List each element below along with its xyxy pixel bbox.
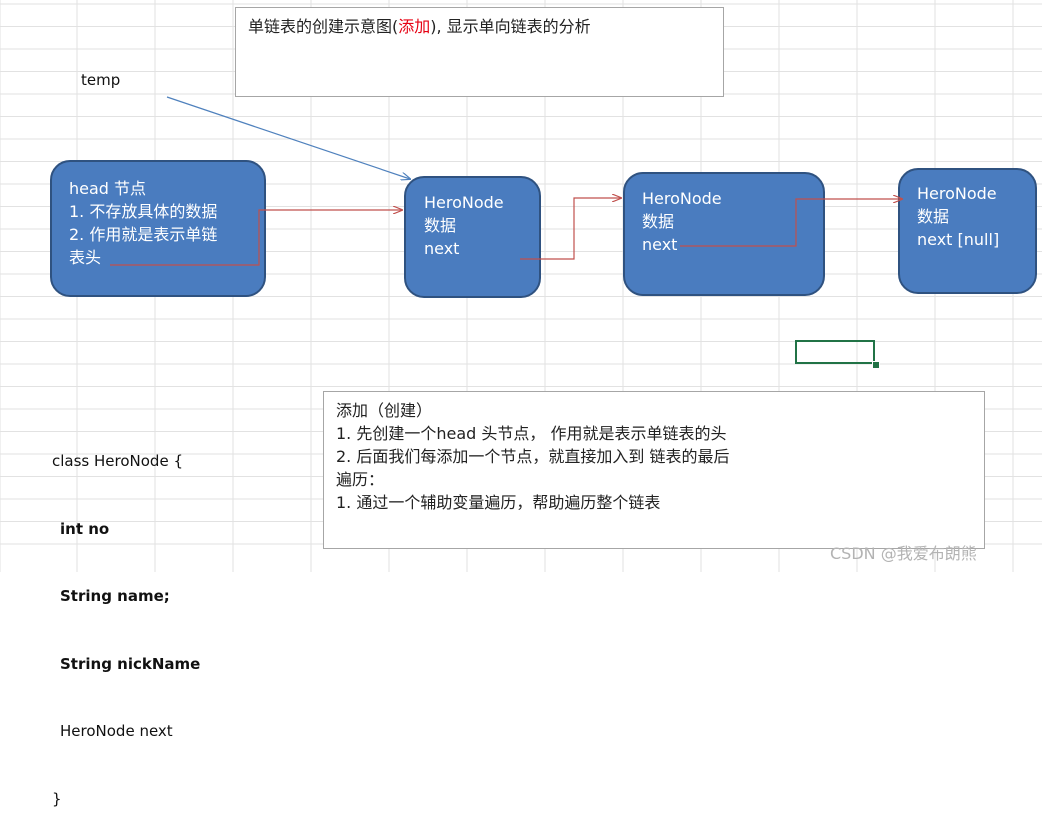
watermark: CSDN @我爱布朗熊: [830, 544, 977, 563]
title-post: ), 显示单向链表的分析: [430, 17, 591, 36]
hero-node-1: HeroNode 数据 next: [404, 176, 541, 298]
node-line: next: [424, 239, 460, 258]
node-line: next: [642, 235, 678, 254]
code-line: }: [52, 789, 62, 808]
head-node: head 节点 1. 不存放具体的数据 2. 作用就是表示单链 表头: [50, 160, 266, 297]
head-node-line: 1. 不存放具体的数据: [69, 202, 218, 221]
code-line: String nickName: [60, 654, 201, 673]
notes-line: 2. 后面我们每添加一个节点，就直接加入到 链表的最后: [336, 447, 730, 466]
cell-selection[interactable]: [795, 340, 875, 364]
code-line: String name;: [60, 587, 170, 605]
notes-line: 1. 通过一个辅助变量遍历，帮助遍历整个链表: [336, 493, 661, 512]
notes-line: 1. 先创建一个head 头节点， 作用就是表示单链表的头: [336, 424, 727, 443]
code-line: class HeroNode {: [52, 452, 183, 470]
head-node-line: 表头: [69, 248, 102, 267]
head-node-line: 2. 作用就是表示单链: [69, 225, 218, 244]
hero-node-3: HeroNode 数据 next [null]: [898, 168, 1037, 294]
node-line: next [null]: [917, 230, 1000, 249]
node-line: HeroNode: [642, 189, 722, 208]
title-text: 单链表的创建示意图(添加), 显示单向链表的分析: [236, 8, 723, 38]
node-line: 数据: [917, 207, 950, 226]
node-line: 数据: [424, 216, 457, 235]
node-line: 数据: [642, 212, 675, 231]
hero-node-2: HeroNode 数据 next: [623, 172, 825, 296]
title-pre: 单链表的创建示意图(: [248, 17, 399, 36]
class-code: class HeroNode { int no String name; Str…: [52, 405, 200, 833]
notes-line: 遍历：: [336, 470, 385, 489]
node-line: HeroNode: [917, 184, 997, 203]
node-line: HeroNode: [424, 193, 504, 212]
head-node-line: head 节点: [69, 179, 147, 198]
notes-box: 添加（创建） 1. 先创建一个head 头节点， 作用就是表示单链表的头 2. …: [323, 391, 985, 549]
title-highlight: 添加: [398, 17, 431, 36]
notes-line: 添加（创建）: [336, 401, 433, 420]
title-box: 单链表的创建示意图(添加), 显示单向链表的分析: [235, 7, 724, 97]
temp-label: temp: [81, 71, 121, 89]
code-line: HeroNode next: [60, 722, 173, 740]
code-line: int no: [60, 519, 110, 538]
fill-handle[interactable]: [872, 361, 880, 369]
